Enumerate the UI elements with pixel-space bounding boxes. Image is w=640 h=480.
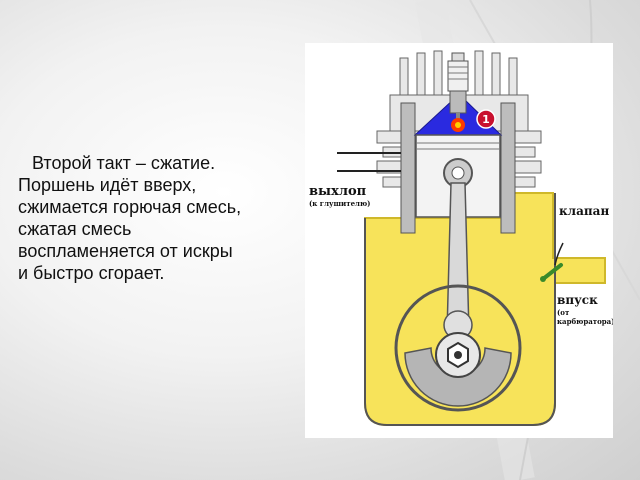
caption-line: воспламеняется от искры: [18, 241, 233, 261]
exhaust-sublabel: (к глушителю): [309, 199, 370, 208]
spark-plug-icon: [447, 52, 469, 121]
intake-sublabel-2: карбюратора): [557, 317, 613, 326]
exhaust-label: выхлоп: [309, 184, 367, 199]
intake-label: впуск: [557, 293, 598, 307]
caption-line: и быстро сгорает.: [18, 263, 165, 283]
caption-text: Второй такт – сжатие. Поршень идёт вверх…: [18, 152, 298, 284]
intake-sublabel-1: (от: [557, 308, 570, 317]
caption-line: Поршень идёт вверх,: [18, 175, 197, 195]
caption-line: Второй такт – сжатие.: [32, 153, 216, 173]
engine-diagram-panel: 1: [305, 43, 613, 438]
engine-diagram: 1: [309, 50, 613, 426]
caption-line: сжатая смесь: [18, 219, 132, 239]
stroke-number-badge: 1: [476, 109, 496, 129]
stroke-number: 1: [482, 113, 490, 126]
intake-valve-icon: [540, 263, 563, 282]
caption-line: сжимается горючая смесь,: [18, 197, 242, 217]
valve-label: клапан: [559, 204, 609, 218]
